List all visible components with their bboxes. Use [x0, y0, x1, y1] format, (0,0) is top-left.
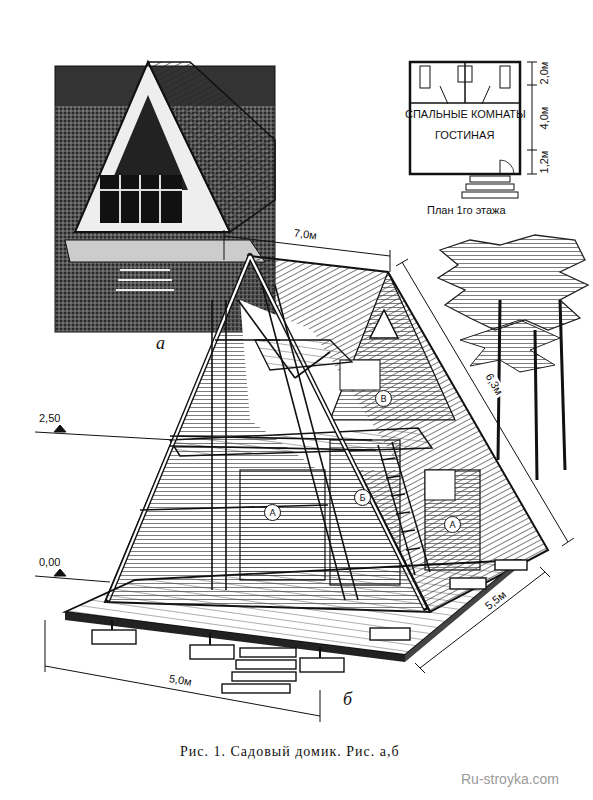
- dimension-label: ГОСТИНАЯ: [435, 129, 494, 141]
- dimension-label: 2,50: [39, 412, 60, 424]
- dimension-label: 2,0м: [538, 62, 550, 85]
- dimension-label: СПАЛЬНЫЕ КОМНАТЫ: [405, 108, 526, 120]
- dimension-label: 5,0м: [166, 672, 195, 689]
- callout-circle: Б: [354, 489, 371, 506]
- dimension-label: 4,0м: [538, 107, 550, 130]
- a-frame-house: [65, 256, 548, 693]
- callout-circle: А: [264, 504, 281, 521]
- callout-letter: А: [269, 508, 275, 518]
- dimension-label: План 1го этажа: [427, 204, 506, 216]
- callout-letter: Б: [359, 493, 365, 503]
- dimension-label: 6,3м: [482, 369, 506, 398]
- callout-circle: В: [375, 390, 392, 407]
- dimension-label: б: [343, 690, 352, 710]
- dimension-label: 1,2м: [538, 151, 550, 174]
- dimension-label: а: [156, 334, 165, 354]
- figure-caption: Рис. 1. Садовый домик. Рис. а,б: [180, 744, 400, 759]
- dimension-label: 0,00: [39, 556, 60, 568]
- callout-letter: А: [449, 520, 455, 530]
- dimension-label: 7,0м: [291, 226, 319, 241]
- floor-plan: [410, 62, 537, 198]
- dimension-lines: [35, 230, 574, 722]
- callout-letter: В: [380, 394, 386, 404]
- callout-circle: А: [444, 516, 461, 533]
- watermark: Ru-stroyka.com: [461, 772, 559, 787]
